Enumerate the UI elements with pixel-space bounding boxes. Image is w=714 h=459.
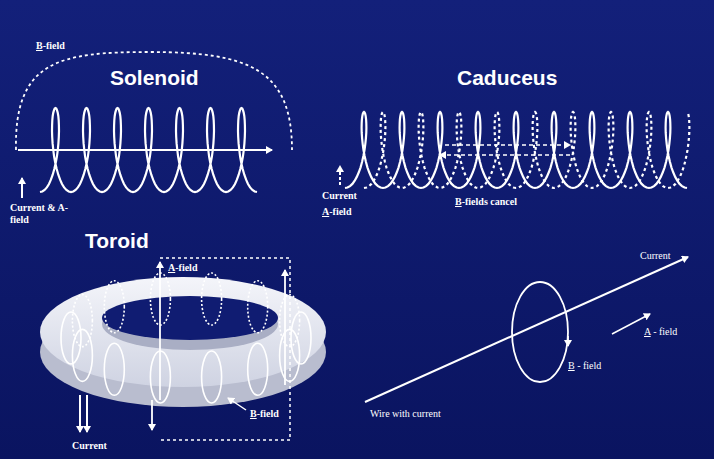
current-arrow [339, 166, 341, 185]
toroid-top [40, 277, 326, 387]
b-field-arrow [445, 144, 570, 146]
field-label: B-field [36, 40, 65, 52]
a-field-arrow [284, 270, 286, 385]
wire-label: Current [640, 250, 671, 262]
solenoid-axis [18, 149, 272, 151]
toroid-winding [72, 295, 92, 347]
current-arrow [79, 395, 81, 432]
section-title: Caduceus [457, 66, 557, 90]
toroid-hole [102, 296, 278, 340]
helix [364, 112, 689, 188]
b-field-arrowhead [567, 336, 569, 346]
toroid-winding [291, 312, 311, 364]
field-label: Current & A-field [10, 202, 72, 225]
b-field-loop [512, 282, 568, 382]
b-field-return [16, 52, 292, 150]
toroid-winding [61, 312, 81, 364]
section-title: Toroid [85, 229, 149, 253]
b-field-arrow [440, 154, 570, 156]
a-field-axis [159, 262, 161, 400]
helix [345, 112, 687, 188]
wire-label: A - field [644, 326, 677, 338]
current-arrow [21, 178, 23, 198]
wire-label: Wire with current [370, 408, 441, 420]
a-field-return [160, 258, 290, 440]
field-label: B-fields cancel [455, 196, 517, 208]
leader-line [228, 398, 246, 410]
current-arrow [86, 395, 88, 432]
toroid-winding [104, 343, 124, 395]
field-label: Current [322, 190, 357, 202]
section-title: Solenoid [110, 66, 199, 90]
toroid-winding [104, 281, 124, 333]
wire [365, 257, 688, 402]
toroid-winding [202, 273, 222, 325]
wire-label: B - field [568, 360, 601, 372]
toroid-winding [248, 281, 268, 333]
toroid-windings [61, 273, 311, 403]
field-label: A-field [322, 206, 351, 218]
field-label: A-field [168, 262, 197, 274]
toroid-winding [248, 343, 268, 395]
field-label: B-field [250, 408, 279, 420]
current-arrow [151, 400, 153, 430]
field-label: Current [72, 440, 107, 452]
toroid-winding [202, 351, 222, 403]
